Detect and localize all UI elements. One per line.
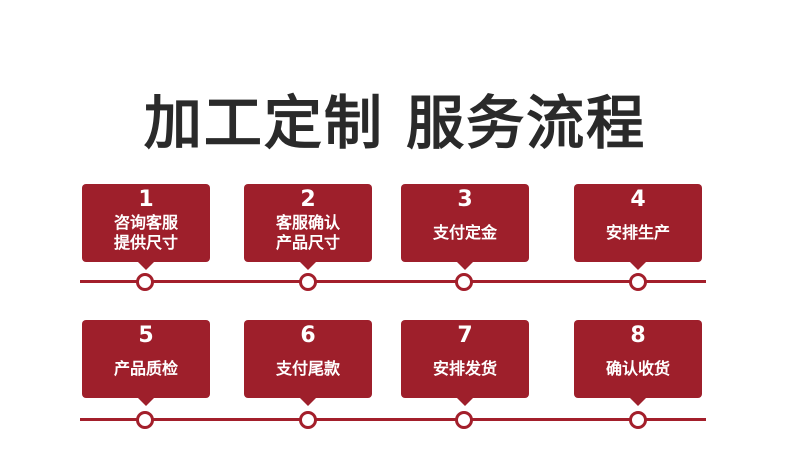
timeline-dot-1 <box>136 273 154 291</box>
step-label: 确认收货 <box>605 359 670 378</box>
process-row-1: 1 咨询客服 提供尺寸 2 客服确认 产品尺寸 3 支付定金 4 安排生产 <box>0 182 790 322</box>
step-card-4: 4 安排生产 <box>574 184 702 270</box>
step-label: 安排发货 <box>432 359 497 378</box>
step-number: 8 <box>630 323 646 348</box>
step-label: 安排生产 <box>605 223 670 242</box>
step-card-2: 2 客服确认 产品尺寸 <box>244 184 372 270</box>
step-number: 1 <box>138 187 154 212</box>
timeline-dot-5 <box>136 411 154 429</box>
step-card-7: 7 安排发货 <box>401 320 529 406</box>
timeline-line <box>80 418 706 421</box>
step-number: 4 <box>630 187 646 212</box>
step-number: 6 <box>300 323 316 348</box>
step-card-8: 8 确认收货 <box>574 320 702 406</box>
timeline-dot-4 <box>629 273 647 291</box>
page-title: 加工定制 服务流程 <box>143 89 647 157</box>
timeline-dot-3 <box>455 273 473 291</box>
timeline-dot-7 <box>455 411 473 429</box>
step-label: 客服确认 产品尺寸 <box>275 213 340 252</box>
step-number: 5 <box>138 323 154 348</box>
step-label: 支付定金 <box>432 223 497 242</box>
timeline-line <box>80 280 706 283</box>
timeline-dot-2 <box>299 273 317 291</box>
step-number: 7 <box>457 323 473 348</box>
timeline-dot-8 <box>629 411 647 429</box>
step-label: 咨询客服 提供尺寸 <box>113 213 178 252</box>
step-label: 支付尾款 <box>275 359 340 378</box>
timeline-dot-6 <box>299 411 317 429</box>
process-row-2: 5 产品质检 6 支付尾款 7 安排发货 8 确认收货 <box>0 318 790 458</box>
step-number: 2 <box>300 187 316 212</box>
step-card-5: 5 产品质检 <box>82 320 210 406</box>
step-card-6: 6 支付尾款 <box>244 320 372 406</box>
step-card-3: 3 支付定金 <box>401 184 529 270</box>
step-number: 3 <box>457 187 473 212</box>
step-label: 产品质检 <box>113 359 178 378</box>
step-card-1: 1 咨询客服 提供尺寸 <box>82 184 210 270</box>
